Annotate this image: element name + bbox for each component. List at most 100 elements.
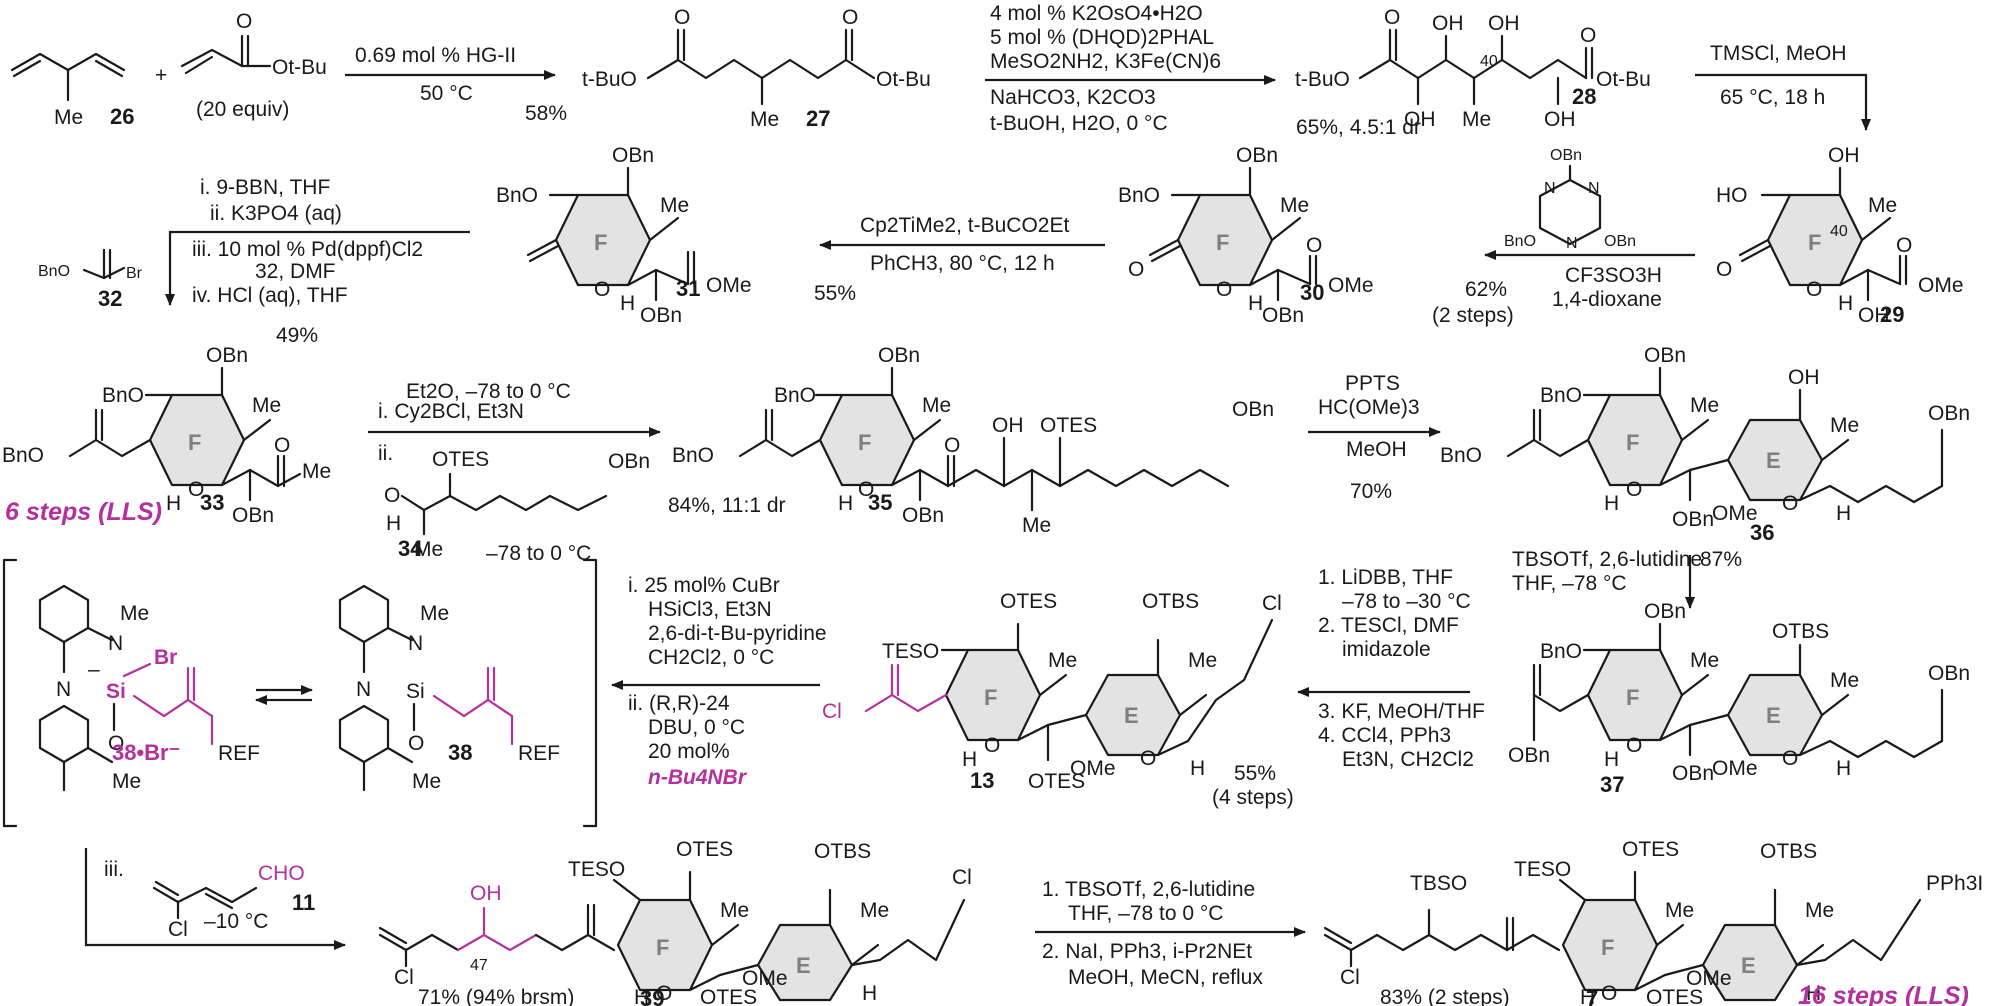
triazine-obn-top: OBn bbox=[1550, 147, 1582, 164]
compound-39: Cl OH 47 F E TESO OTES Me OTBS Me O OMe … bbox=[378, 838, 972, 1006]
c39-me-2: Me bbox=[860, 899, 889, 922]
compound-27: t-BuO O O Ot-Bu Me 27 bbox=[582, 6, 931, 131]
step-6-line-3: iii. 10 mol % Pd(dppf)Cl2 bbox=[192, 238, 423, 261]
plus-sign: + bbox=[155, 64, 167, 87]
compound-28: t-BuO O O OH OH OH OH Me 40 Ot-Bu 28 65%… bbox=[1295, 6, 1651, 139]
c39-ome: OMe bbox=[742, 967, 788, 990]
compound-27-me: Me bbox=[750, 108, 779, 131]
c37-me-2: Me bbox=[1830, 669, 1859, 692]
c29-oh: OH bbox=[1828, 144, 1860, 167]
compound-28-left-ester: t-BuO bbox=[1295, 68, 1350, 91]
c39-ring-f: F bbox=[656, 935, 669, 960]
step-1-yield: 58% bbox=[525, 102, 567, 125]
step-13-line-4: MeOH, MeCN, reflux bbox=[1068, 966, 1263, 989]
step-12-conditions: –10 °C bbox=[204, 910, 268, 933]
c30-ring-f: F bbox=[1216, 230, 1229, 255]
c37-bno: BnO bbox=[1540, 640, 1582, 663]
step-13: 1. TBSOTf, 2,6-lutidine THF, –78 to 0 °C… bbox=[1035, 878, 1306, 989]
compound-27-left-ester: t-BuO bbox=[582, 68, 637, 91]
c34-o: O bbox=[384, 484, 400, 507]
compound-32: BnO Br 32 bbox=[38, 248, 143, 311]
c37-obn: OBn bbox=[1672, 762, 1714, 785]
c33-obn-top: OBn bbox=[206, 344, 248, 367]
step-1-below: 50 °C bbox=[420, 82, 473, 105]
step-9-line-2: THF, –78 °C bbox=[1512, 572, 1627, 595]
c38br-ref: REF bbox=[218, 742, 260, 765]
step-10-line-1: 1. LiDBB, THF bbox=[1318, 566, 1453, 589]
lls-second: 16 steps (LLS) bbox=[1798, 982, 1969, 1006]
c38br-o: O bbox=[108, 732, 124, 755]
step-5-yield: 55% bbox=[814, 282, 856, 305]
step-10-line-2: –78 to –30 °C bbox=[1342, 590, 1471, 613]
step-8-line-3: MeOH bbox=[1346, 438, 1407, 461]
c11-cl: Cl bbox=[168, 918, 188, 941]
c7-otbs: OTBS bbox=[1760, 840, 1817, 863]
c30-me: Me bbox=[1280, 194, 1309, 217]
c13-otes-top: OTES bbox=[1000, 590, 1057, 613]
c38br-me: Me bbox=[120, 602, 149, 625]
c7-me: Me bbox=[1665, 899, 1694, 922]
acrylate-carbonyl-o: O bbox=[236, 10, 252, 33]
c37-bno-2: OBn bbox=[1508, 744, 1550, 767]
step-12-yield: 71% (94% brsm) bbox=[418, 986, 574, 1006]
step-7-line-1: i. Cy2BCl, Et3N bbox=[378, 400, 524, 423]
step-10-line-3: 2. TESCl, DMF bbox=[1318, 614, 1459, 637]
compound-35: F OBn BnO Me BnO O O OH OTES Me OBn OBn … bbox=[668, 344, 1274, 537]
c38-me: Me bbox=[420, 602, 449, 625]
c38br-minus: – bbox=[88, 658, 100, 681]
c7-me-2: Me bbox=[1805, 899, 1834, 922]
compound-36-number: 36 bbox=[1750, 520, 1774, 545]
c39-me: Me bbox=[720, 899, 749, 922]
c39-otbs: OTBS bbox=[814, 840, 871, 863]
compound-38-number: 38 bbox=[448, 740, 472, 765]
step-7: i. Cy2BCl, Et3N Et2O, –78 to 0 °C ii. –7… bbox=[368, 380, 661, 565]
step-3-above: TMSCl, MeOH bbox=[1710, 42, 1847, 65]
c36-ome: OMe bbox=[1712, 502, 1758, 525]
c35-obn-end: OBn bbox=[1232, 398, 1274, 421]
c7-ring-o: O bbox=[1601, 982, 1617, 1005]
step-6-yield: 49% bbox=[276, 324, 318, 347]
step-6-line-2: ii. K3PO4 (aq) bbox=[210, 202, 342, 225]
step-10-line-4: imidazole bbox=[1342, 638, 1431, 661]
acrylate-equiv: (20 equiv) bbox=[196, 98, 289, 121]
c36-bno: BnO bbox=[1540, 384, 1582, 407]
compound-36: F E OBn BnO Me OH Me BnO O O OMe OBn OBn… bbox=[1440, 344, 1970, 545]
c39-c47: 47 bbox=[470, 957, 488, 974]
c39-cl: Cl bbox=[394, 966, 414, 989]
step-2: 4 mol % K2OsO4•H2O 5 mol % (DHQD)2PHAL M… bbox=[985, 2, 1276, 135]
c29-ho: HO bbox=[1716, 184, 1748, 207]
step-11-line-1: i. 25 mol% CuBr bbox=[628, 574, 780, 597]
c29-oh-2: OH bbox=[1858, 304, 1890, 327]
c27-o-left: O bbox=[674, 6, 690, 29]
c37-h2: H bbox=[1836, 757, 1851, 780]
c35-me: Me bbox=[922, 394, 951, 417]
c28-o-right: O bbox=[1580, 24, 1596, 47]
c39-h2: H bbox=[862, 982, 877, 1005]
compound-11: Cl CHO 11 bbox=[152, 862, 315, 941]
c13-ring-o: O bbox=[984, 734, 1000, 757]
step-5: Cp2TiMe2, t-BuCO2Et PhCH3, 80 °C, 12 h 5… bbox=[814, 214, 1105, 305]
c34-me: Me bbox=[414, 538, 443, 561]
step-7-line-4: –78 to 0 °C bbox=[486, 542, 591, 565]
c33-ring-o: O bbox=[188, 478, 204, 501]
compound-7-number: 7 bbox=[1586, 986, 1598, 1006]
c28-oh-1: OH bbox=[1432, 12, 1464, 35]
c7-h2: H bbox=[1806, 982, 1821, 1005]
c37-ring-o-e: O bbox=[1782, 747, 1798, 770]
equilibrium-arrows bbox=[255, 685, 313, 705]
compound-33-number: 33 bbox=[200, 490, 224, 515]
c29-ring-f: F bbox=[1808, 230, 1821, 255]
c35-ring-f: F bbox=[858, 430, 871, 455]
step-10: 1. LiDBB, THF –78 to –30 °C 2. TESCl, DM… bbox=[1212, 566, 1485, 809]
c35-ring-o: O bbox=[858, 478, 874, 501]
c37-h: H bbox=[1604, 748, 1619, 771]
c33-carbonyl-o: O bbox=[274, 434, 290, 457]
step-13-line-1: 1. TBSOTf, 2,6-lutidine bbox=[1042, 878, 1255, 901]
lls-first: 6 steps (LLS) bbox=[5, 498, 162, 526]
c30-ome: OMe bbox=[1328, 274, 1374, 297]
c38br-n2: N bbox=[56, 678, 71, 701]
step-1-above: 0.69 mol % HG-II bbox=[355, 44, 516, 67]
triazine-n2: N bbox=[1588, 180, 1600, 197]
step-11-line-7: 20 mol% bbox=[648, 740, 730, 763]
step-6-line-5: iv. HCl (aq), THF bbox=[192, 284, 348, 307]
